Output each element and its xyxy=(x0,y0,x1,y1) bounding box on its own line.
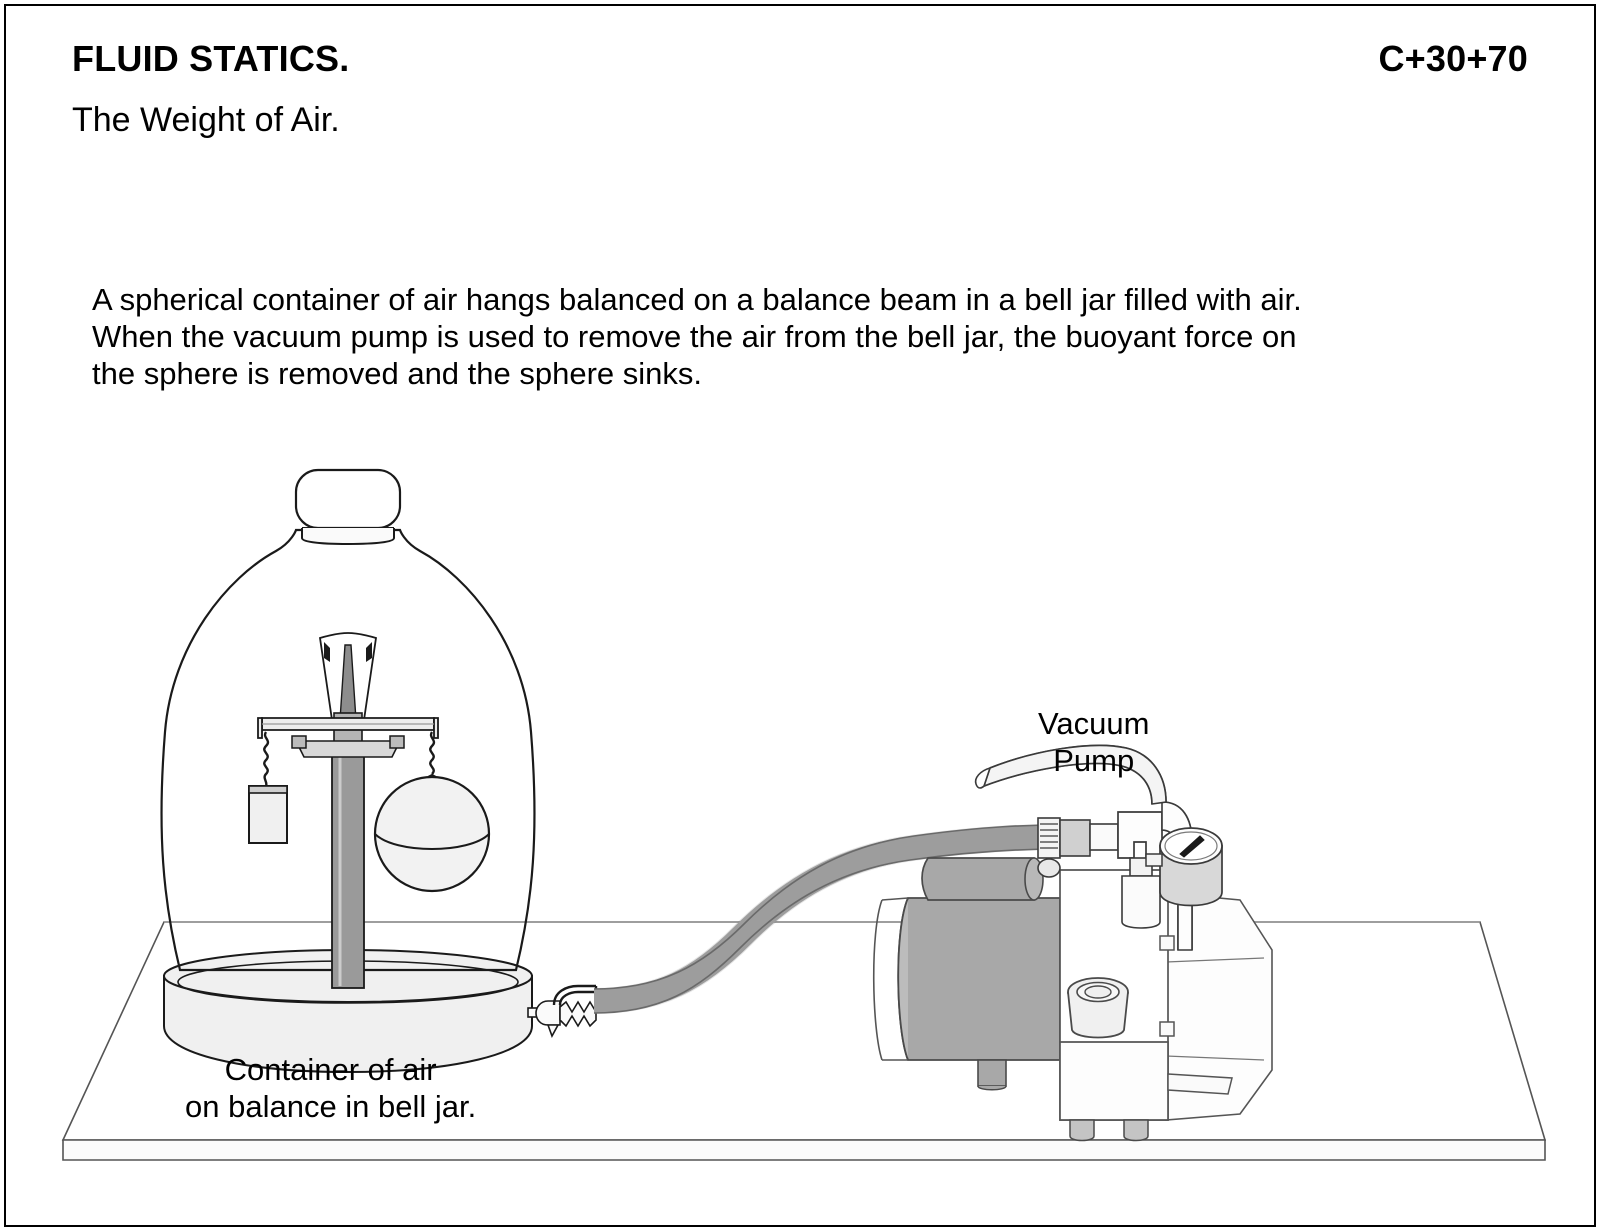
pump-intake-fitting xyxy=(1037,811,1163,929)
right-hanger-spring xyxy=(429,731,436,775)
vacuum-hose xyxy=(593,824,1061,1014)
catalog-code: C+30+70 xyxy=(1378,38,1528,79)
pump-body-block xyxy=(1059,869,1233,1142)
balance-crossbar xyxy=(291,735,405,758)
bell-jar xyxy=(160,528,536,972)
container-caption-line-1: Container of air xyxy=(224,1052,437,1087)
bell-jar-knob xyxy=(294,468,402,546)
description-line-2: When the vacuum pump is used to remove t… xyxy=(92,319,1297,354)
pump-motor xyxy=(872,857,1061,1091)
stopcock-valve[interactable] xyxy=(527,984,598,1038)
air-sphere xyxy=(373,773,491,893)
vacuum-pump-label: Vacuum Pump xyxy=(1038,705,1149,779)
page-subtitle: The Weight of Air. xyxy=(72,101,340,139)
left-hanger-spring xyxy=(263,731,270,787)
description-text: A spherical container of air hangs balan… xyxy=(92,281,1492,392)
balance-cone xyxy=(318,632,378,721)
counterweight xyxy=(248,785,288,844)
pressure-gauge xyxy=(1145,827,1223,907)
pump-handle[interactable] xyxy=(974,744,1167,805)
apparatus-diagram xyxy=(0,430,1600,1220)
description-line-3: the sphere is removed and the sphere sin… xyxy=(92,356,703,391)
container-caption-line-2: on balance in bell jar. xyxy=(185,1089,477,1124)
vacuum-pump-label-line-1: Vacuum xyxy=(1038,706,1150,741)
container-caption: Container of air on balance in bell jar. xyxy=(185,1051,476,1125)
vacuum-pump-label-line-2: Pump xyxy=(1053,743,1135,778)
balance-post xyxy=(331,712,365,989)
page-title: FLUID STATICS. xyxy=(72,38,350,79)
base-plate xyxy=(163,949,533,1074)
balance-beam xyxy=(257,717,439,739)
description-line-1: A spherical container of air hangs balan… xyxy=(92,282,1302,317)
